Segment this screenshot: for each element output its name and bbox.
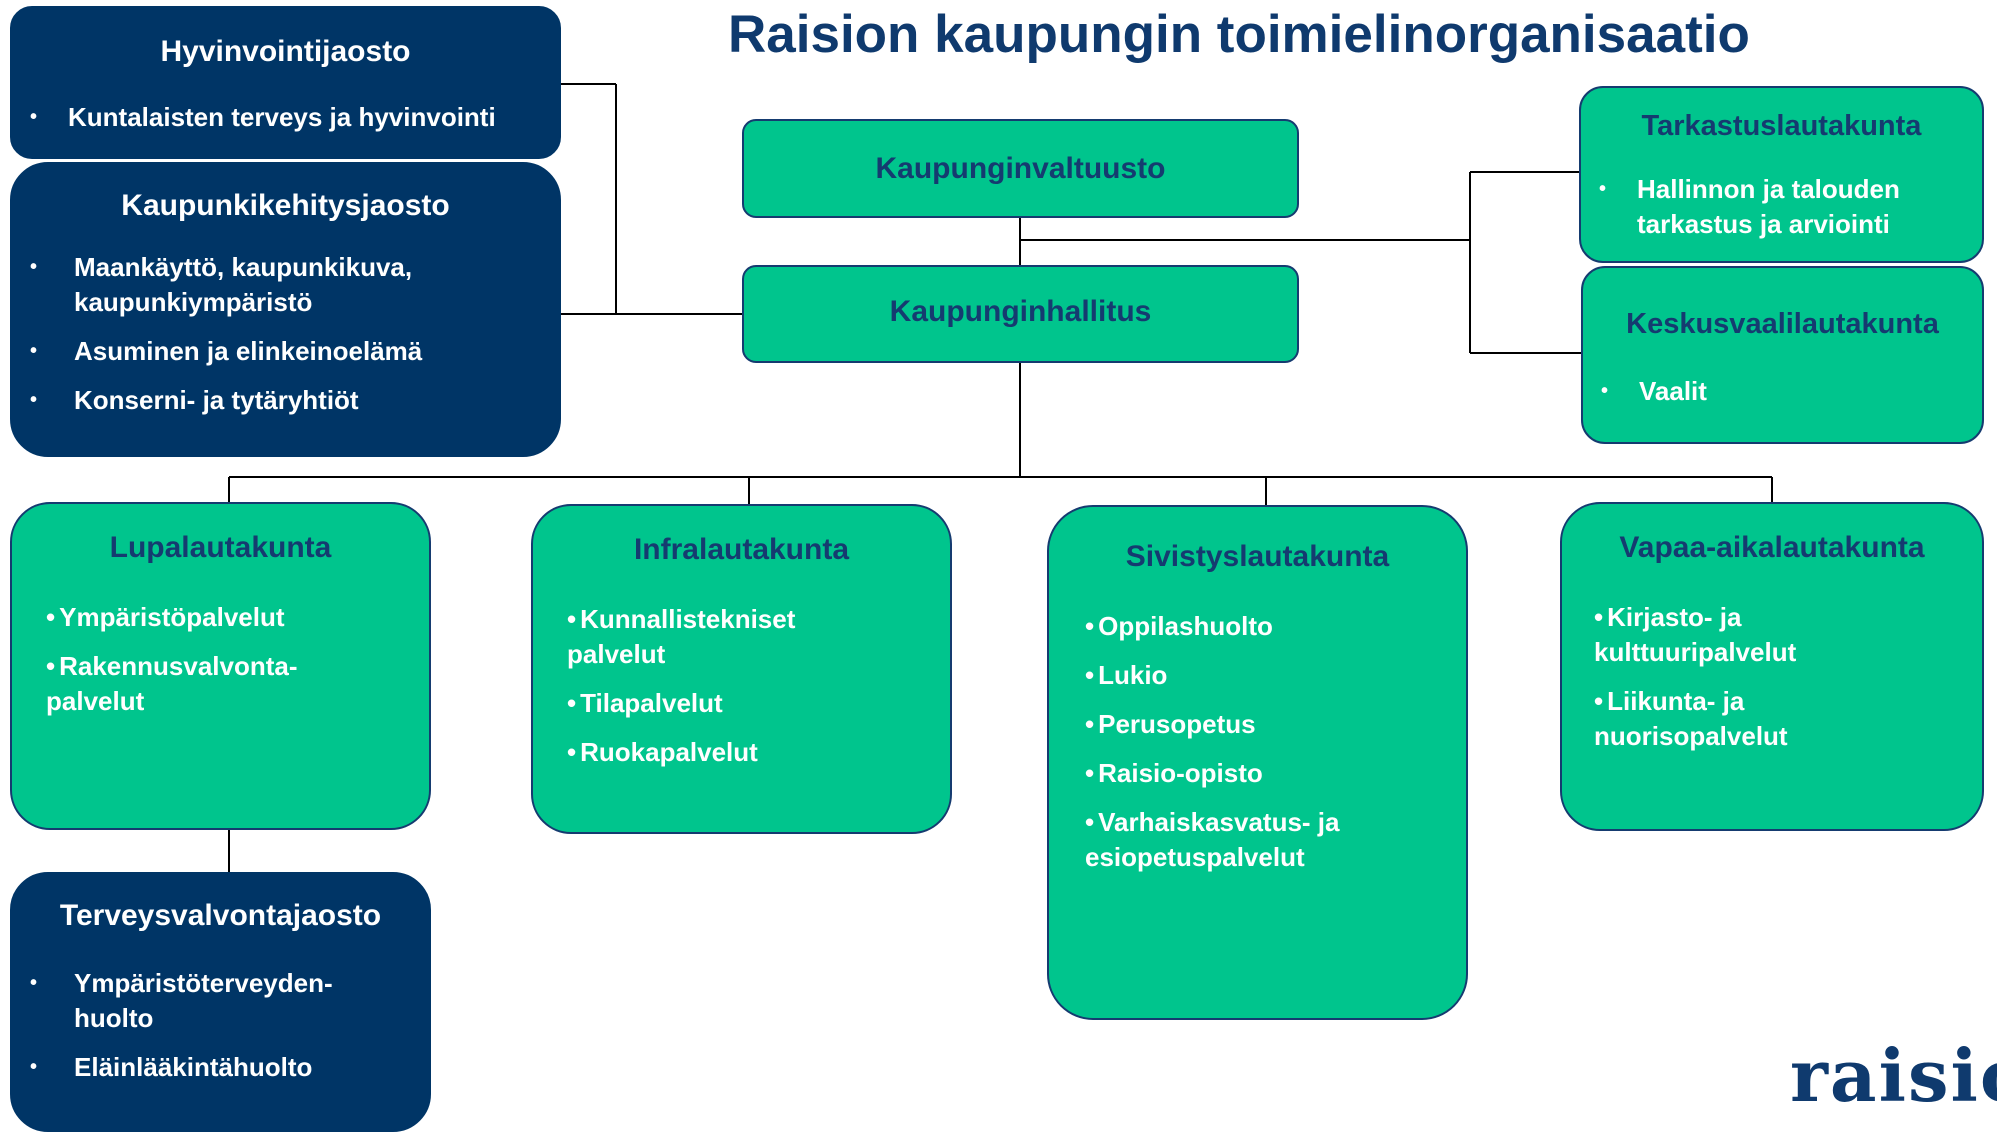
terveysvalvontajaosto-title: Terveysvalvontajaosto [59,899,382,932]
list-item: •Kirjasto- ja kulttuuripalvelut [1594,602,1797,667]
list-item: •Lukio [1085,660,1168,690]
list-item: •Ympäristöpalvelut [46,602,285,632]
list-item: Ympäristöterveyden-huolto [12,966,429,1036]
tarkastuslautakunta-title: Tarkastuslautakunta [1641,110,1922,142]
list-item: •Raisio-opisto [1085,758,1263,788]
infralautakunta-title: Infralautakunta [633,533,850,566]
lupalautakunta-box: Lupalautakunta •Ympäristöpalvelut •Raken… [10,502,431,830]
raisio-logo-text: raisio [1790,1036,1997,1116]
list-item: Hallinnon ja talouden tarkastus ja arvio… [1581,172,1982,242]
list-item: Vaalit [1583,374,1982,409]
keskusvaalilautakunta-title: Keskusvaalilautakunta [1626,308,1939,340]
keskusvaalilautakunta-box: Keskusvaalilautakunta Vaalit [1581,266,1984,444]
kaupunkikehitysjaosto-title: Kaupunkikehitysjaosto [121,189,450,222]
terveysvalvontajaosto-box: Terveysvalvontajaosto Ympäristöterveyden… [10,872,431,1132]
vapaa-aikalautakunta-box: Vapaa-aikalautakunta •Kirjasto- ja kultt… [1560,502,1984,831]
page-title: Raision kaupungin toimielinorganisaatio [728,5,1750,64]
list-item: •Liikunta- ja nuorisopalvelut [1594,686,1788,751]
list-item: Konserni- ja tytäryhtiöt [12,383,559,418]
list-item: •Oppilashuolto [1085,611,1273,641]
list-item: Maankäyttö, kaupunkikuva, kaupunkiympäri… [12,250,559,320]
infralautakunta-box: Infralautakunta •Kunnallistekniset palve… [531,504,952,834]
sivistyslautakunta-title: Sivistyslautakunta [1125,540,1390,573]
kaupunginhallitus-box: Kaupunginhallitus [742,265,1299,363]
tarkastuslautakunta-box: Tarkastuslautakunta Hallinnon ja taloude… [1579,86,1984,263]
kaupunginvaltuusto-box: Kaupunginvaltuusto [742,119,1299,218]
hyvinvointijaosto-title: Hyvinvointijaosto [160,35,411,68]
list-item: Eläinlääkintähuolto [12,1050,429,1085]
list-item: •Varhaiskasvatus- ja esiopetuspalvelut [1085,807,1340,872]
kaupunginvaltuusto-title: Kaupunginvaltuusto [875,152,1166,185]
list-item: Kuntalaisten terveys ja hyvinvointi [12,100,559,135]
hyvinvointijaosto-box: Hyvinvointijaosto Kuntalaisten terveys j… [10,6,561,159]
list-item: •Tilapalvelut [567,688,723,718]
list-item: •Kunnallistekniset palvelut [567,604,796,669]
list-item: •Ruokapalvelut [567,737,758,767]
lupalautakunta-title: Lupalautakunta [109,531,332,564]
list-item: •Perusopetus [1085,709,1256,739]
kaupunginhallitus-title: Kaupunginhallitus [889,295,1152,328]
kaupunkikehitysjaosto-box: Kaupunkikehitysjaosto Maankäyttö, kaupun… [10,162,561,457]
raisio-logo: raisio [1790,1036,1997,1116]
sivistyslautakunta-box: Sivistyslautakunta •Oppilashuolto •Lukio… [1047,505,1468,1020]
vapaa-aikalautakunta-title: Vapaa-aikalautakunta [1619,531,1925,564]
list-item: Asuminen ja elinkeinoelämä [12,334,559,369]
list-item: •Rakennusvalvonta-palvelut [46,651,298,716]
